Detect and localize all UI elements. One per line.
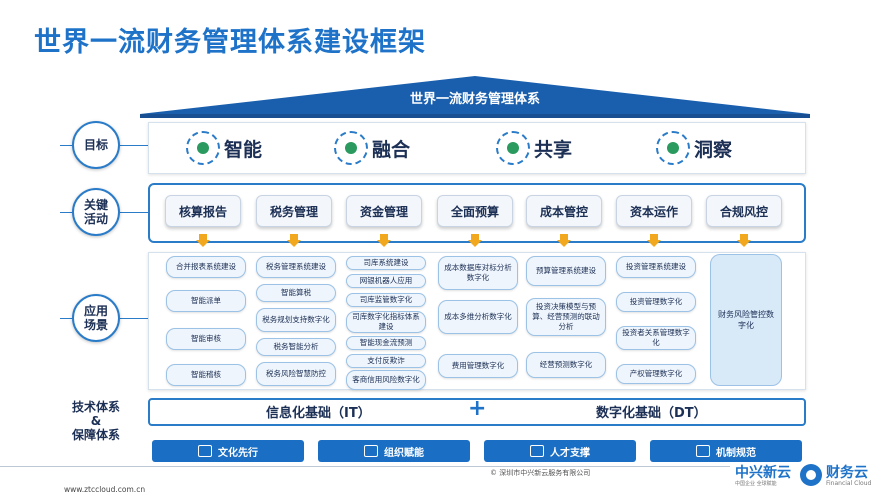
app-item: 智能派单 bbox=[166, 290, 246, 312]
support-organization: 组织赋能 bbox=[318, 440, 470, 462]
people-group-icon bbox=[656, 131, 690, 165]
website-url[interactable]: www.ztccloud.com.cn bbox=[64, 485, 146, 494]
tech-dt-label: 数字化基础（DT） bbox=[596, 406, 707, 421]
company-slogan: 中国企业 全球赋能 bbox=[735, 481, 777, 487]
app-item: 经营预测数字化 bbox=[526, 352, 606, 378]
people-icon bbox=[530, 445, 544, 457]
app-column: 预算管理系统建设 投资决策模型与预算、经营预测的联动分析 经营预测数字化 bbox=[526, 256, 606, 388]
app-item: 成本数据库对标分析数字化 bbox=[438, 256, 518, 290]
logo-mark-icon bbox=[800, 464, 822, 486]
row-label-goals: 目标 bbox=[72, 121, 120, 169]
activity-box: 税务管理 bbox=[256, 195, 332, 227]
product-logo-sub: Financial Cloud bbox=[826, 480, 872, 487]
app-item: 投资管理系统建设 bbox=[616, 256, 696, 278]
goal-item: 共享 bbox=[496, 130, 572, 166]
share-arrows-icon bbox=[496, 131, 530, 165]
app-item: 客商信用风险数字化 bbox=[346, 370, 426, 390]
row-label-tech: 技术体系 & 保障体系 bbox=[71, 400, 120, 442]
down-arrow-icon bbox=[737, 234, 751, 248]
product-logo: 财务云 bbox=[826, 465, 868, 481]
app-item: 投资决策模型与预算、经营预测的联动分析 bbox=[526, 298, 606, 336]
app-item: 成本多维分析数字化 bbox=[438, 300, 518, 334]
brain-gear-icon bbox=[186, 131, 220, 165]
activity-box: 资金管理 bbox=[346, 195, 422, 227]
app-item: 税务风险智慧防控 bbox=[256, 362, 336, 386]
activity-box: 合规风控 bbox=[706, 195, 782, 227]
app-item: 智能稽核 bbox=[166, 364, 246, 386]
book-icon bbox=[198, 445, 212, 457]
down-arrow-icon bbox=[196, 234, 210, 248]
app-column: 司库系统建设 网银机器人应用 司库监管数字化 司库数字化指标体系建设 智能现金流… bbox=[346, 256, 426, 390]
app-item: 预算管理系统建设 bbox=[526, 256, 606, 286]
goal-item: 融合 bbox=[334, 130, 410, 166]
network-icon bbox=[334, 131, 368, 165]
app-item: 投资管理数字化 bbox=[616, 292, 696, 312]
down-arrow-icon bbox=[468, 234, 482, 248]
app-column: 合并报表系统建设 智能派单 智能审核 智能稽核 bbox=[166, 256, 246, 388]
app-item: 智能算税 bbox=[256, 284, 336, 302]
down-arrow-icon bbox=[377, 234, 391, 248]
activity-box: 核算报告 bbox=[165, 195, 241, 227]
app-item: 税务管理系统建设 bbox=[256, 256, 336, 278]
activity-box: 成本管控 bbox=[526, 195, 602, 227]
copyright: © 深圳市中兴新云服务有限公司 bbox=[490, 469, 591, 477]
app-item: 智能审核 bbox=[166, 328, 246, 350]
support-culture: 文化先行 bbox=[152, 440, 304, 462]
support-mechanism: 机制规范 bbox=[650, 440, 802, 462]
page-title: 世界一流财务管理体系建设框架 bbox=[34, 27, 426, 58]
app-item: 产权管理数字化 bbox=[616, 364, 696, 384]
app-item: 司库数字化指标体系建设 bbox=[346, 311, 426, 333]
app-item: 财务风险管控数字化 bbox=[710, 254, 782, 386]
tech-it-label: 信息化基础（IT） bbox=[266, 406, 371, 421]
plus-icon: + bbox=[468, 396, 487, 421]
app-item: 合并报表系统建设 bbox=[166, 256, 246, 278]
goal-item: 洞察 bbox=[656, 130, 732, 166]
down-arrow-icon bbox=[287, 234, 301, 248]
down-arrow-icon bbox=[557, 234, 571, 248]
app-item: 费用管理数字化 bbox=[438, 354, 518, 378]
roof-banner: 世界一流财务管理体系 bbox=[140, 74, 810, 118]
app-column: 投资管理系统建设 投资管理数字化 投资者关系管理数字化 产权管理数字化 bbox=[616, 256, 696, 388]
app-column: 税务管理系统建设 智能算税 税务规划支持数字化 税务智能分析 税务风险智慧防控 bbox=[256, 256, 336, 388]
app-item: 税务智能分析 bbox=[256, 338, 336, 356]
company-logo: 中兴新云 bbox=[735, 465, 791, 481]
app-item: 投资者关系管理数字化 bbox=[616, 326, 696, 350]
app-item: 网银机器人应用 bbox=[346, 274, 426, 288]
support-talent: 人才支撑 bbox=[484, 440, 636, 462]
app-item: 智能现金流预测 bbox=[346, 336, 426, 350]
row-label-applications: 应用场景 bbox=[72, 294, 120, 342]
megaphone-icon bbox=[696, 445, 710, 457]
app-item: 税务规划支持数字化 bbox=[256, 308, 336, 332]
activity-box: 资本运作 bbox=[616, 195, 692, 227]
goals-panel bbox=[148, 122, 806, 174]
down-arrow-icon bbox=[647, 234, 661, 248]
activity-box: 全面预算 bbox=[437, 195, 513, 227]
roof-label: 世界一流财务管理体系 bbox=[409, 92, 540, 107]
footer-divider bbox=[0, 466, 730, 467]
app-item: 司库监管数字化 bbox=[346, 293, 426, 307]
row-label-activities: 关键活动 bbox=[72, 188, 120, 236]
app-item: 司库系统建设 bbox=[346, 256, 426, 270]
goal-item: 智能 bbox=[186, 130, 262, 166]
app-item: 支付反欺诈 bbox=[346, 354, 426, 368]
app-column: 成本数据库对标分析数字化 成本多维分析数字化 费用管理数字化 bbox=[438, 256, 518, 388]
tech-panel bbox=[148, 398, 806, 426]
org-chart-icon bbox=[364, 445, 378, 457]
